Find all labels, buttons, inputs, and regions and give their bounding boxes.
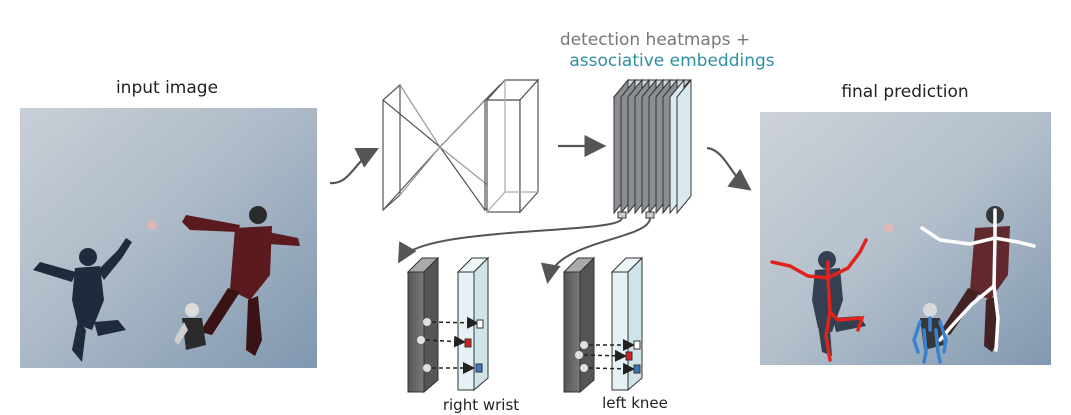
curved-arrow-icon — [397, 217, 623, 264]
right-wrist-caption: right wrist — [443, 396, 519, 414]
curved-arrow-icon — [329, 148, 379, 185]
final-prediction-title: final prediction — [841, 82, 968, 102]
left-knee-detail — [562, 256, 644, 394]
skeleton-small — [912, 316, 948, 364]
curved-arrow-icon — [706, 146, 752, 191]
left-knee-caption: left knee — [602, 394, 668, 412]
skeleton-left — [770, 238, 868, 362]
heatmap-stack — [612, 78, 692, 219]
input-image-title: input image — [116, 78, 218, 98]
embeddings-caption: associative embeddings — [569, 51, 774, 71]
heatmaps-caption: detection heatmaps + — [560, 30, 750, 50]
curved-arrow-icon — [540, 217, 651, 284]
hourglass-network — [382, 78, 540, 214]
right-wrist-detail — [406, 256, 490, 394]
input-image — [20, 108, 317, 368]
final-prediction-image — [760, 112, 1051, 365]
